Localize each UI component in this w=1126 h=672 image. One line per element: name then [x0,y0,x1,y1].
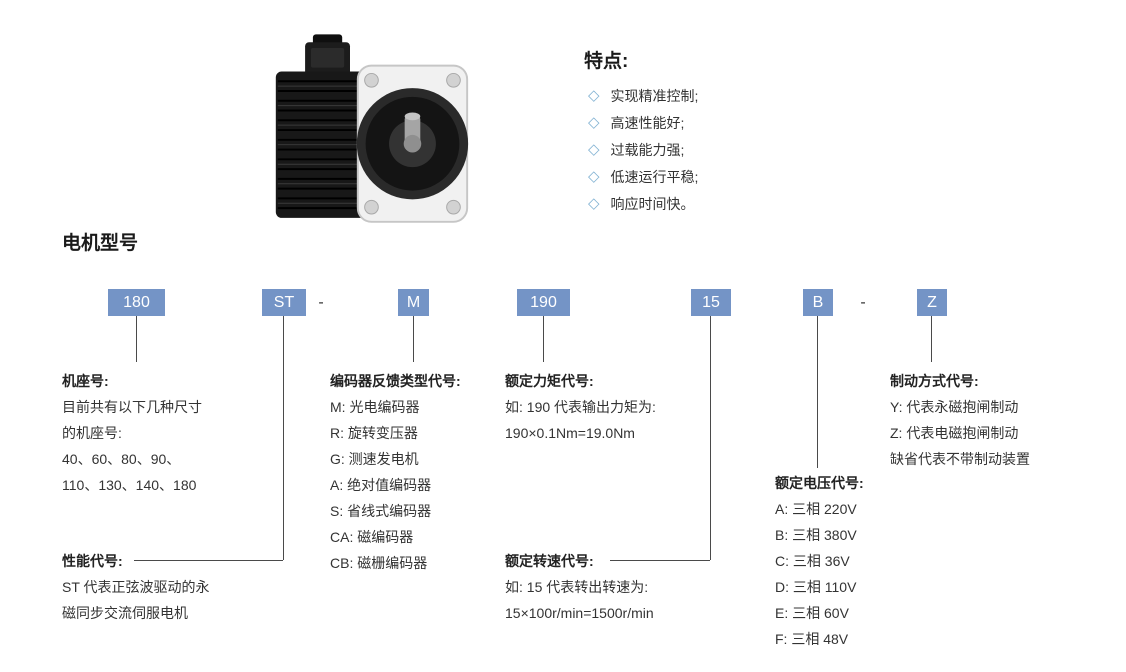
diamond-icon: ◇ [588,114,600,131]
connector-line-encoder [413,316,414,362]
legend-line: 15×100r/min=1500r/min [505,605,654,621]
servo-motor-illustration [275,34,469,223]
model-segment-encoder: M [398,289,429,316]
diamond-icon: ◇ [588,195,600,212]
legend-line: C: 三相 36V [775,553,850,569]
legend-line: 40、60、80、90、 [62,451,181,467]
legend-speed: 额定转速代号: 如: 15 代表转出转速为: 15×100r/min=1500r… [505,548,654,626]
legend-voltage-title: 额定电压代号: [775,475,864,491]
legend-line: 110、130、140、180 [62,477,197,493]
legend-line: G: 测速发电机 [330,451,419,467]
connector-line-torque [543,316,544,362]
connector-line-series-horizontal [134,560,283,561]
legend-line: CA: 磁编码器 [330,529,414,545]
connector-line-voltage [817,316,818,468]
feature-item: ◇ 高速性能好; [588,109,684,136]
legend-line: 190×0.1Nm=19.0Nm [505,425,635,441]
legend-frame-title: 机座号: [62,373,109,389]
model-segment-torque: 190 [517,289,570,316]
model-segment-brake: Z [917,289,947,316]
feature-item: ◇ 响应时间快。 [588,190,695,217]
model-segment-dash: - [318,294,324,311]
legend-torque-title: 额定力矩代号: [505,373,594,389]
feature-text: 过载能力强; [610,141,685,158]
legend-encoder: 编码器反馈类型代号: M: 光电编码器 R: 旋转变压器 G: 测速发电机 A:… [330,368,461,576]
legend-line: Z: 代表电磁抱闸制动 [890,425,1019,441]
legend-line: CB: 磁栅编码器 [330,555,428,571]
legend-line: A: 绝对值编码器 [330,477,432,493]
legend-line: R: 旋转变压器 [330,425,418,441]
legend-line: 如: 15 代表转出转速为: [505,579,649,595]
motor-image [268,34,473,230]
connector-line-frame [136,316,137,362]
legend-encoder-title: 编码器反馈类型代号: [330,373,461,389]
connector-line-speed-horizontal [610,560,710,561]
legend-performance-title: 性能代号: [62,553,123,569]
feature-item: ◇ 低速运行平稳; [588,163,698,190]
legend-line: B: 三相 380V [775,527,857,543]
connector-line-brake [931,316,932,362]
legend-frame: 机座号: 目前共有以下几种尺寸 的机座号: 40、60、80、90、 110、1… [62,368,202,498]
model-segment-dash: - [860,294,866,311]
legend-line: 的机座号: [62,425,122,441]
legend-line: M: 光电编码器 [330,399,420,415]
legend-performance: 性能代号: ST 代表正弦波驱动的永 磁同步交流伺服电机 [62,548,210,626]
feature-item: ◇ 过载能力强; [588,136,684,163]
legend-line: A: 三相 220V [775,501,857,517]
legend-line: F: 三相 48V [775,631,849,647]
legend-line: 缺省代表不带制动装置 [890,451,1030,467]
legend-line: 磁同步交流伺服电机 [62,605,188,621]
legend-brake: 制动方式代号: Y: 代表永磁抱闸制动 Z: 代表电磁抱闸制动 缺省代表不带制动… [890,368,1030,472]
legend-line: E: 三相 60V [775,605,849,621]
model-segment-frame: 180 [108,289,165,316]
legend-line: Y: 代表永磁抱闸制动 [890,399,1019,415]
model-segment-series: ST [262,289,306,316]
legend-torque: 额定力矩代号: 如: 190 代表输出力矩为: 190×0.1Nm=19.0Nm [505,368,656,446]
feature-text: 实现精准控制; [610,87,699,104]
legend-line: 目前共有以下几种尺寸 [62,399,202,415]
features-title: 特点: [584,51,629,72]
legend-speed-title: 额定转速代号: [505,553,594,569]
model-segment-voltage: B [803,289,833,316]
legend-line: D: 三相 110V [775,579,857,595]
feature-text: 高速性能好; [610,114,685,131]
diamond-icon: ◇ [588,87,600,104]
section-title: 电机型号 [62,233,139,254]
legend-line: S: 省线式编码器 [330,503,432,519]
legend-brake-title: 制动方式代号: [890,373,979,389]
legend-voltage: 额定电压代号: A: 三相 220V B: 三相 380V C: 三相 36V … [775,470,864,652]
feature-item: ◇ 实现精准控制; [588,82,698,109]
diamond-icon: ◇ [588,141,600,158]
legend-line: 如: 190 代表输出力矩为: [505,399,656,415]
diamond-icon: ◇ [588,168,600,185]
connector-line-series [283,316,284,560]
connector-line-speed [710,316,711,560]
feature-text: 低速运行平稳; [610,168,699,185]
model-segment-speed: 15 [691,289,731,316]
legend-line: ST 代表正弦波驱动的永 [62,579,210,595]
feature-text: 响应时间快。 [610,195,695,212]
